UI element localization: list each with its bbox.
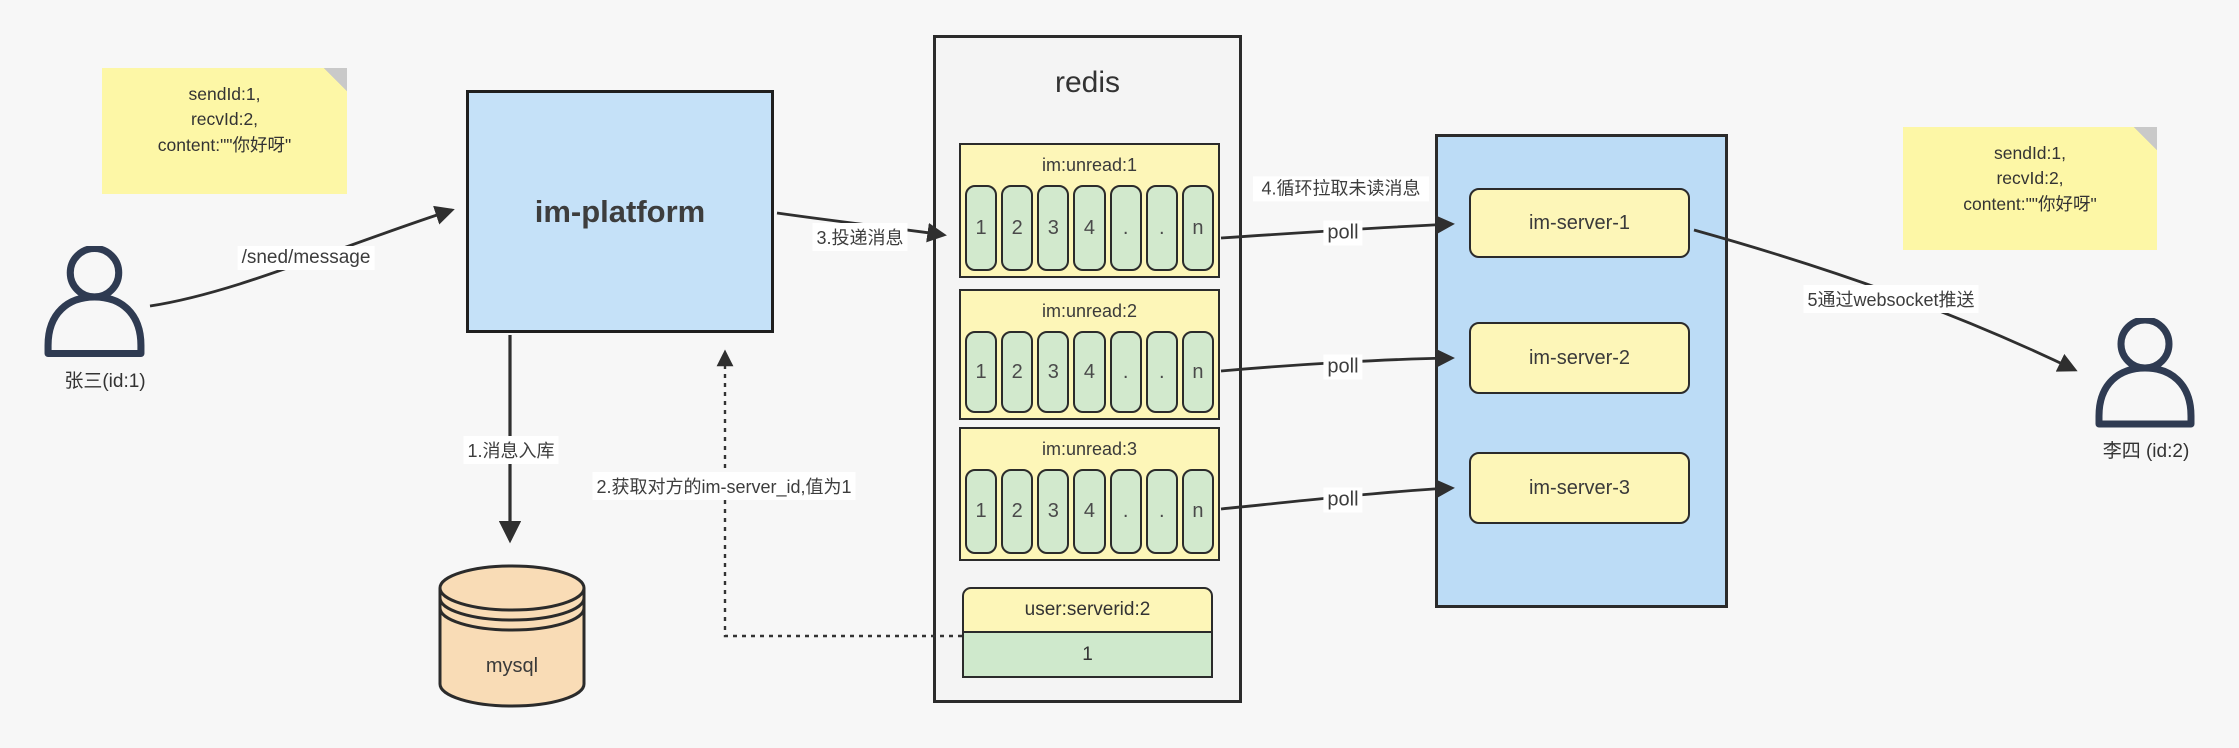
queue-cell: . — [1109, 185, 1142, 271]
edge-label-step1: 1.消息入库 — [463, 436, 559, 464]
im-server-1-node: im-server-1 — [1469, 188, 1690, 258]
queue-cell: . — [1109, 469, 1142, 554]
queue-cell: 1 — [965, 469, 998, 554]
im-server-label: im-server-3 — [1528, 476, 1631, 499]
arrow-get-serverid-dotted — [716, 349, 962, 638]
kv-value: 1 — [962, 633, 1213, 678]
edge-label-step4: 4.循环拉取未读消息 — [1253, 176, 1429, 202]
queue-cell: 4 — [1073, 469, 1106, 554]
kv-header: user:serverid:2 — [962, 587, 1213, 633]
edge-label-send-path: /sned/message — [237, 246, 375, 270]
queue-group-unread-2: im:unread:2 1 2 3 4 . . n — [959, 289, 1220, 420]
user-icon — [44, 246, 145, 358]
queue-header: im:unread:3 — [1041, 438, 1138, 459]
queue-cell: 2 — [1001, 185, 1034, 271]
edge-label-step5: 5通过websocket推送 — [1803, 285, 1979, 313]
edge-label-poll-1: poll — [1323, 220, 1363, 246]
actor-label-receiver: 李四 (id:2) — [2102, 441, 2190, 462]
note-line: sendId:1, — [1994, 143, 2066, 163]
actor-label-sender: 张三(id:1) — [64, 371, 146, 392]
note-line: recvId:2, — [190, 109, 259, 130]
queue-cell: 3 — [1037, 185, 1070, 271]
queue-cell: n — [1181, 469, 1214, 554]
queue-header: im:unread:2 — [1041, 300, 1138, 321]
im-platform-node: im-platform — [466, 90, 774, 333]
queue-cells: 1 2 3 4 . . n — [961, 469, 1218, 559]
kv-user-serverid: user:serverid:2 1 — [962, 587, 1213, 678]
queue-cell: . — [1145, 331, 1178, 413]
im-platform-label: im-platform — [534, 193, 706, 229]
queue-cell: 1 — [965, 185, 998, 271]
queue-cell: n — [1181, 185, 1214, 271]
queue-cell: 3 — [1037, 469, 1070, 554]
queue-group-unread-3: im:unread:3 1 2 3 4 . . n — [959, 427, 1220, 561]
queue-header: im:unread:1 — [1041, 154, 1138, 175]
queue-cell: n — [1181, 331, 1214, 413]
user-icon — [2095, 318, 2195, 428]
edge-label-poll-2: poll — [1323, 354, 1363, 380]
edge-label-step2: 2.获取对方的im-server_id,值为1 — [592, 472, 856, 500]
note-line: sendId:1, — [188, 84, 261, 104]
queue-cell: 2 — [1001, 469, 1034, 554]
im-server-2-node: im-server-2 — [1469, 322, 1690, 394]
redis-title: redis — [1054, 66, 1121, 99]
im-server-label: im-server-2 — [1528, 346, 1631, 369]
queue-cell: 1 — [965, 331, 998, 413]
im-server-3-node: im-server-3 — [1469, 452, 1690, 524]
sticky-note-receiver: sendId:1, recvId:2, content:""你好呀" — [1903, 127, 2157, 250]
mysql-label: mysql — [485, 655, 539, 677]
queue-cell: 4 — [1073, 331, 1106, 413]
edge-label-step3: 3.投递消息 — [812, 223, 908, 251]
queue-cell: 4 — [1073, 185, 1106, 271]
queue-cells: 1 2 3 4 . . n — [961, 331, 1218, 418]
mysql-database-icon — [438, 564, 586, 708]
queue-cell: . — [1145, 185, 1178, 271]
queue-cell: . — [1145, 469, 1178, 554]
queue-cell: 2 — [1001, 331, 1034, 413]
queue-group-unread-1: im:unread:1 1 2 3 4 . . n — [959, 143, 1220, 278]
note-line: content:""你好呀" — [1963, 193, 2097, 214]
im-server-label: im-server-1 — [1528, 211, 1631, 234]
sticky-note-sender: sendId:1, recvId:2, content:""你好呀" — [102, 68, 347, 194]
note-line: content:""你好呀" — [157, 134, 292, 155]
queue-cell: 3 — [1037, 331, 1070, 413]
queue-cells: 1 2 3 4 . . n — [961, 185, 1218, 276]
queue-cell: . — [1109, 331, 1142, 413]
edge-label-poll-3: poll — [1323, 487, 1363, 513]
note-line: recvId:2, — [1996, 168, 2064, 189]
